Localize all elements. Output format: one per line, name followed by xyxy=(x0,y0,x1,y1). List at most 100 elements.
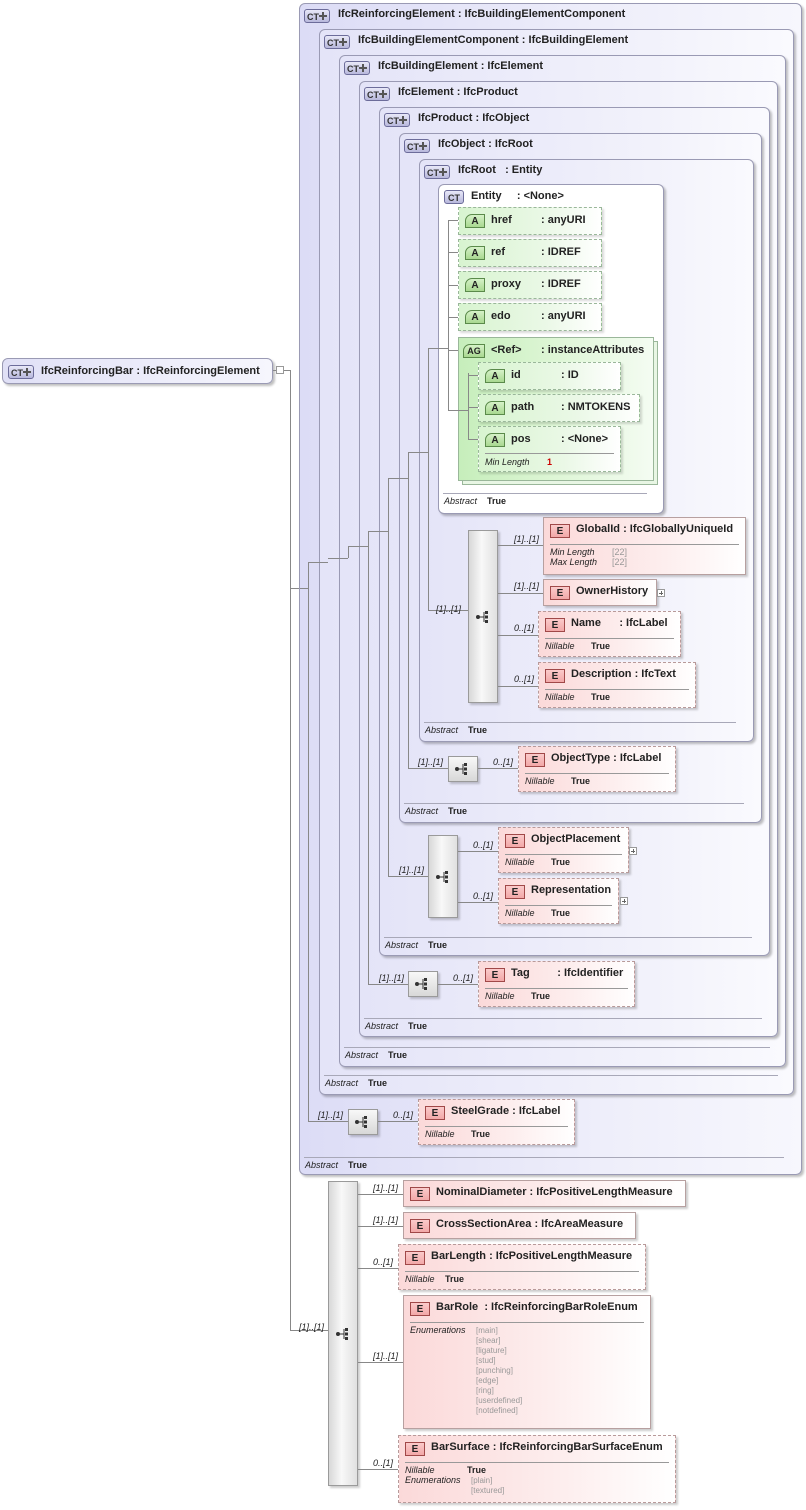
enumeration-value: [plain] xyxy=(471,1476,493,1485)
connector xyxy=(408,768,448,769)
element-title: BarRole : IfcReinforcingBarRoleEnum xyxy=(436,1301,638,1313)
element-globalid[interactable]: E GlobalId : IfcGloballyUniqueId Min Len… xyxy=(543,517,746,575)
attribute-type: : IDREF xyxy=(541,278,581,290)
attribute-path[interactable]: A path : NMTOKENS xyxy=(478,394,640,422)
element-crosssectionarea[interactable]: E CrossSectionArea : IfcAreaMeasure xyxy=(403,1212,636,1239)
sequence-icon xyxy=(436,871,448,883)
connector xyxy=(448,317,458,318)
root-complex-type[interactable]: CT IfcReinforcingBar : IfcReinforcingEle… xyxy=(2,358,273,384)
sequence-bar[interactable] xyxy=(328,1181,358,1486)
sequence-product[interactable] xyxy=(428,835,458,918)
sequence-element[interactable] xyxy=(408,971,438,997)
element-title: NominalDiameter : IfcPositiveLengthMeasu… xyxy=(436,1186,673,1198)
cardinality: 0..[1] xyxy=(514,623,535,633)
element-barsurface[interactable]: E BarSurface : IfcReinforcingBarSurfaceE… xyxy=(398,1435,676,1503)
sequence-root[interactable] xyxy=(468,530,498,703)
cardinality: [1]..[1] xyxy=(418,757,444,767)
enumeration-value: [shear] xyxy=(476,1336,501,1345)
cardinality: 0..[1] xyxy=(514,674,535,684)
collapse-toggle[interactable] xyxy=(276,366,284,374)
connector xyxy=(368,984,408,985)
sequence-icon xyxy=(336,1328,348,1340)
ct-title: IfcRoot : Entity xyxy=(458,164,543,176)
expand-toggle[interactable] xyxy=(657,589,665,597)
connector xyxy=(468,375,478,376)
element-badge: E xyxy=(545,618,565,632)
divider xyxy=(525,773,669,774)
attribute-badge: A xyxy=(465,214,485,228)
enumeration-value: [edge] xyxy=(476,1376,499,1385)
cardinality: 0..[1] xyxy=(453,973,474,983)
element-title: ObjectPlacement xyxy=(531,833,621,845)
element-barlength[interactable]: E BarLength : IfcPositiveLengthMeasure N… xyxy=(398,1244,646,1290)
expand-toggle[interactable] xyxy=(629,847,637,855)
attribute-type: : ID xyxy=(561,369,579,381)
ct-title: IfcBuildingElementComponent : IfcBuildin… xyxy=(358,34,629,46)
element-ownerhistory[interactable]: E OwnerHistory xyxy=(543,579,657,606)
divider xyxy=(324,1075,778,1076)
connector xyxy=(290,370,291,1330)
connector xyxy=(428,348,448,349)
connector xyxy=(498,686,538,687)
element-title: OwnerHistory xyxy=(576,585,649,597)
element-barrole[interactable]: E BarRole : IfcReinforcingBarRoleEnum En… xyxy=(403,1295,651,1429)
complex-type-badge: CT xyxy=(384,113,410,127)
element-badge: E xyxy=(550,524,570,538)
connector xyxy=(358,1268,398,1269)
attribute-edo[interactable]: A edo : anyURI xyxy=(458,303,602,331)
attribute-badge: A xyxy=(465,310,485,324)
attribute-type: : anyURI xyxy=(541,310,586,322)
attribute-href[interactable]: A href : anyURI xyxy=(458,207,602,235)
cardinality: [1]..[1] xyxy=(373,1183,399,1193)
enumeration-value: [ring] xyxy=(476,1386,494,1395)
element-title: BarSurface : IfcReinforcingBarSurfaceEnu… xyxy=(431,1441,663,1453)
element-nominaldiameter[interactable]: E NominalDiameter : IfcPositiveLengthMea… xyxy=(403,1180,686,1207)
attribute-badge: A xyxy=(465,246,485,260)
attribute-id[interactable]: A id : ID xyxy=(478,362,621,390)
sequence-object[interactable] xyxy=(448,756,478,782)
divider xyxy=(424,722,736,723)
attribute-type: : anyURI xyxy=(541,214,586,226)
connector xyxy=(284,370,290,371)
attribute-group-badge: AG xyxy=(463,344,485,358)
ct-title: IfcProduct : IfcObject xyxy=(418,112,530,124)
cardinality: [1]..[1] xyxy=(373,1351,399,1361)
root-title: IfcReinforcingBar : IfcReinforcingElemen… xyxy=(41,365,260,377)
element-title: Description : IfcText xyxy=(571,668,676,680)
attribute-name: proxy xyxy=(491,278,521,290)
connector xyxy=(388,478,408,479)
divider xyxy=(485,988,628,989)
element-badge: E xyxy=(545,669,565,683)
element-title: Representation xyxy=(531,884,612,896)
attribute-ref[interactable]: A ref : IDREF xyxy=(458,239,602,267)
ct-title: IfcReinforcingElement : IfcBuildingEleme… xyxy=(338,8,626,20)
ct-title: IfcObject : IfcRoot xyxy=(438,138,533,150)
attribute-group-type: : instanceAttributes xyxy=(541,344,645,356)
expand-toggle[interactable] xyxy=(620,897,628,905)
connector xyxy=(358,1226,403,1227)
attribute-name: id xyxy=(511,369,521,381)
element-badge: E xyxy=(405,1442,425,1456)
cardinality: 0..[1] xyxy=(373,1458,394,1468)
connector xyxy=(378,1121,418,1122)
connector xyxy=(358,1362,403,1363)
element-badge: E xyxy=(410,1219,430,1233)
divider xyxy=(545,638,674,639)
attribute-proxy[interactable]: A proxy : IDREF xyxy=(458,271,602,299)
sequence-reinforcing[interactable] xyxy=(348,1109,378,1135)
